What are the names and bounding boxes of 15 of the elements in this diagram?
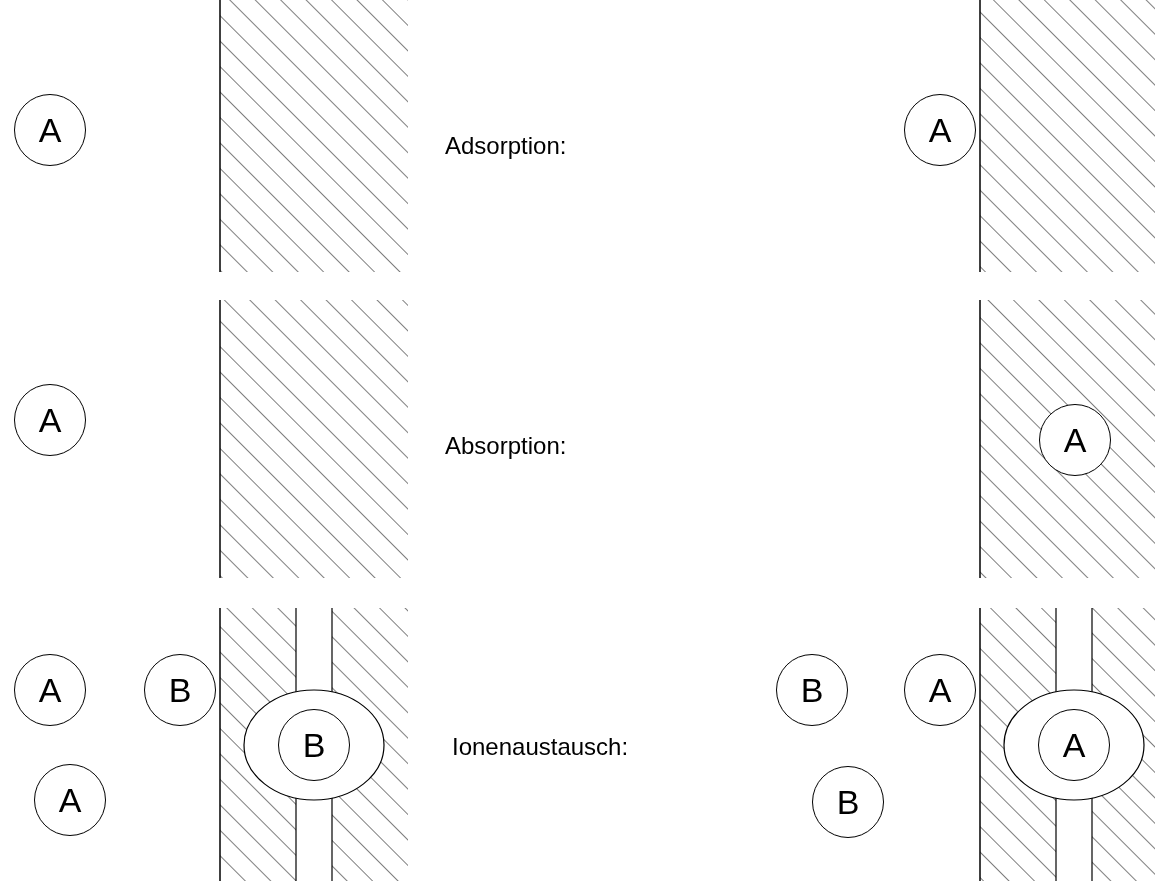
particle-letter: B: [800, 673, 824, 707]
particle-letter: B: [836, 785, 860, 819]
particle-letter: A: [38, 113, 62, 147]
process-label: Adsorption:: [445, 132, 567, 160]
particle-letter: A: [58, 783, 82, 817]
particle-letter: A: [1063, 423, 1087, 457]
particle-letter: A: [928, 113, 952, 147]
particle-letter: A: [38, 403, 62, 437]
process-label: Absorption:: [445, 432, 567, 460]
particle-letter: A: [928, 673, 952, 707]
process-label: Ionenaustausch:: [452, 733, 629, 761]
particle-letter: A: [38, 673, 62, 707]
particle-letter: B: [302, 728, 326, 762]
particle-letter: B: [168, 673, 192, 707]
particle-letter: A: [1062, 728, 1086, 762]
